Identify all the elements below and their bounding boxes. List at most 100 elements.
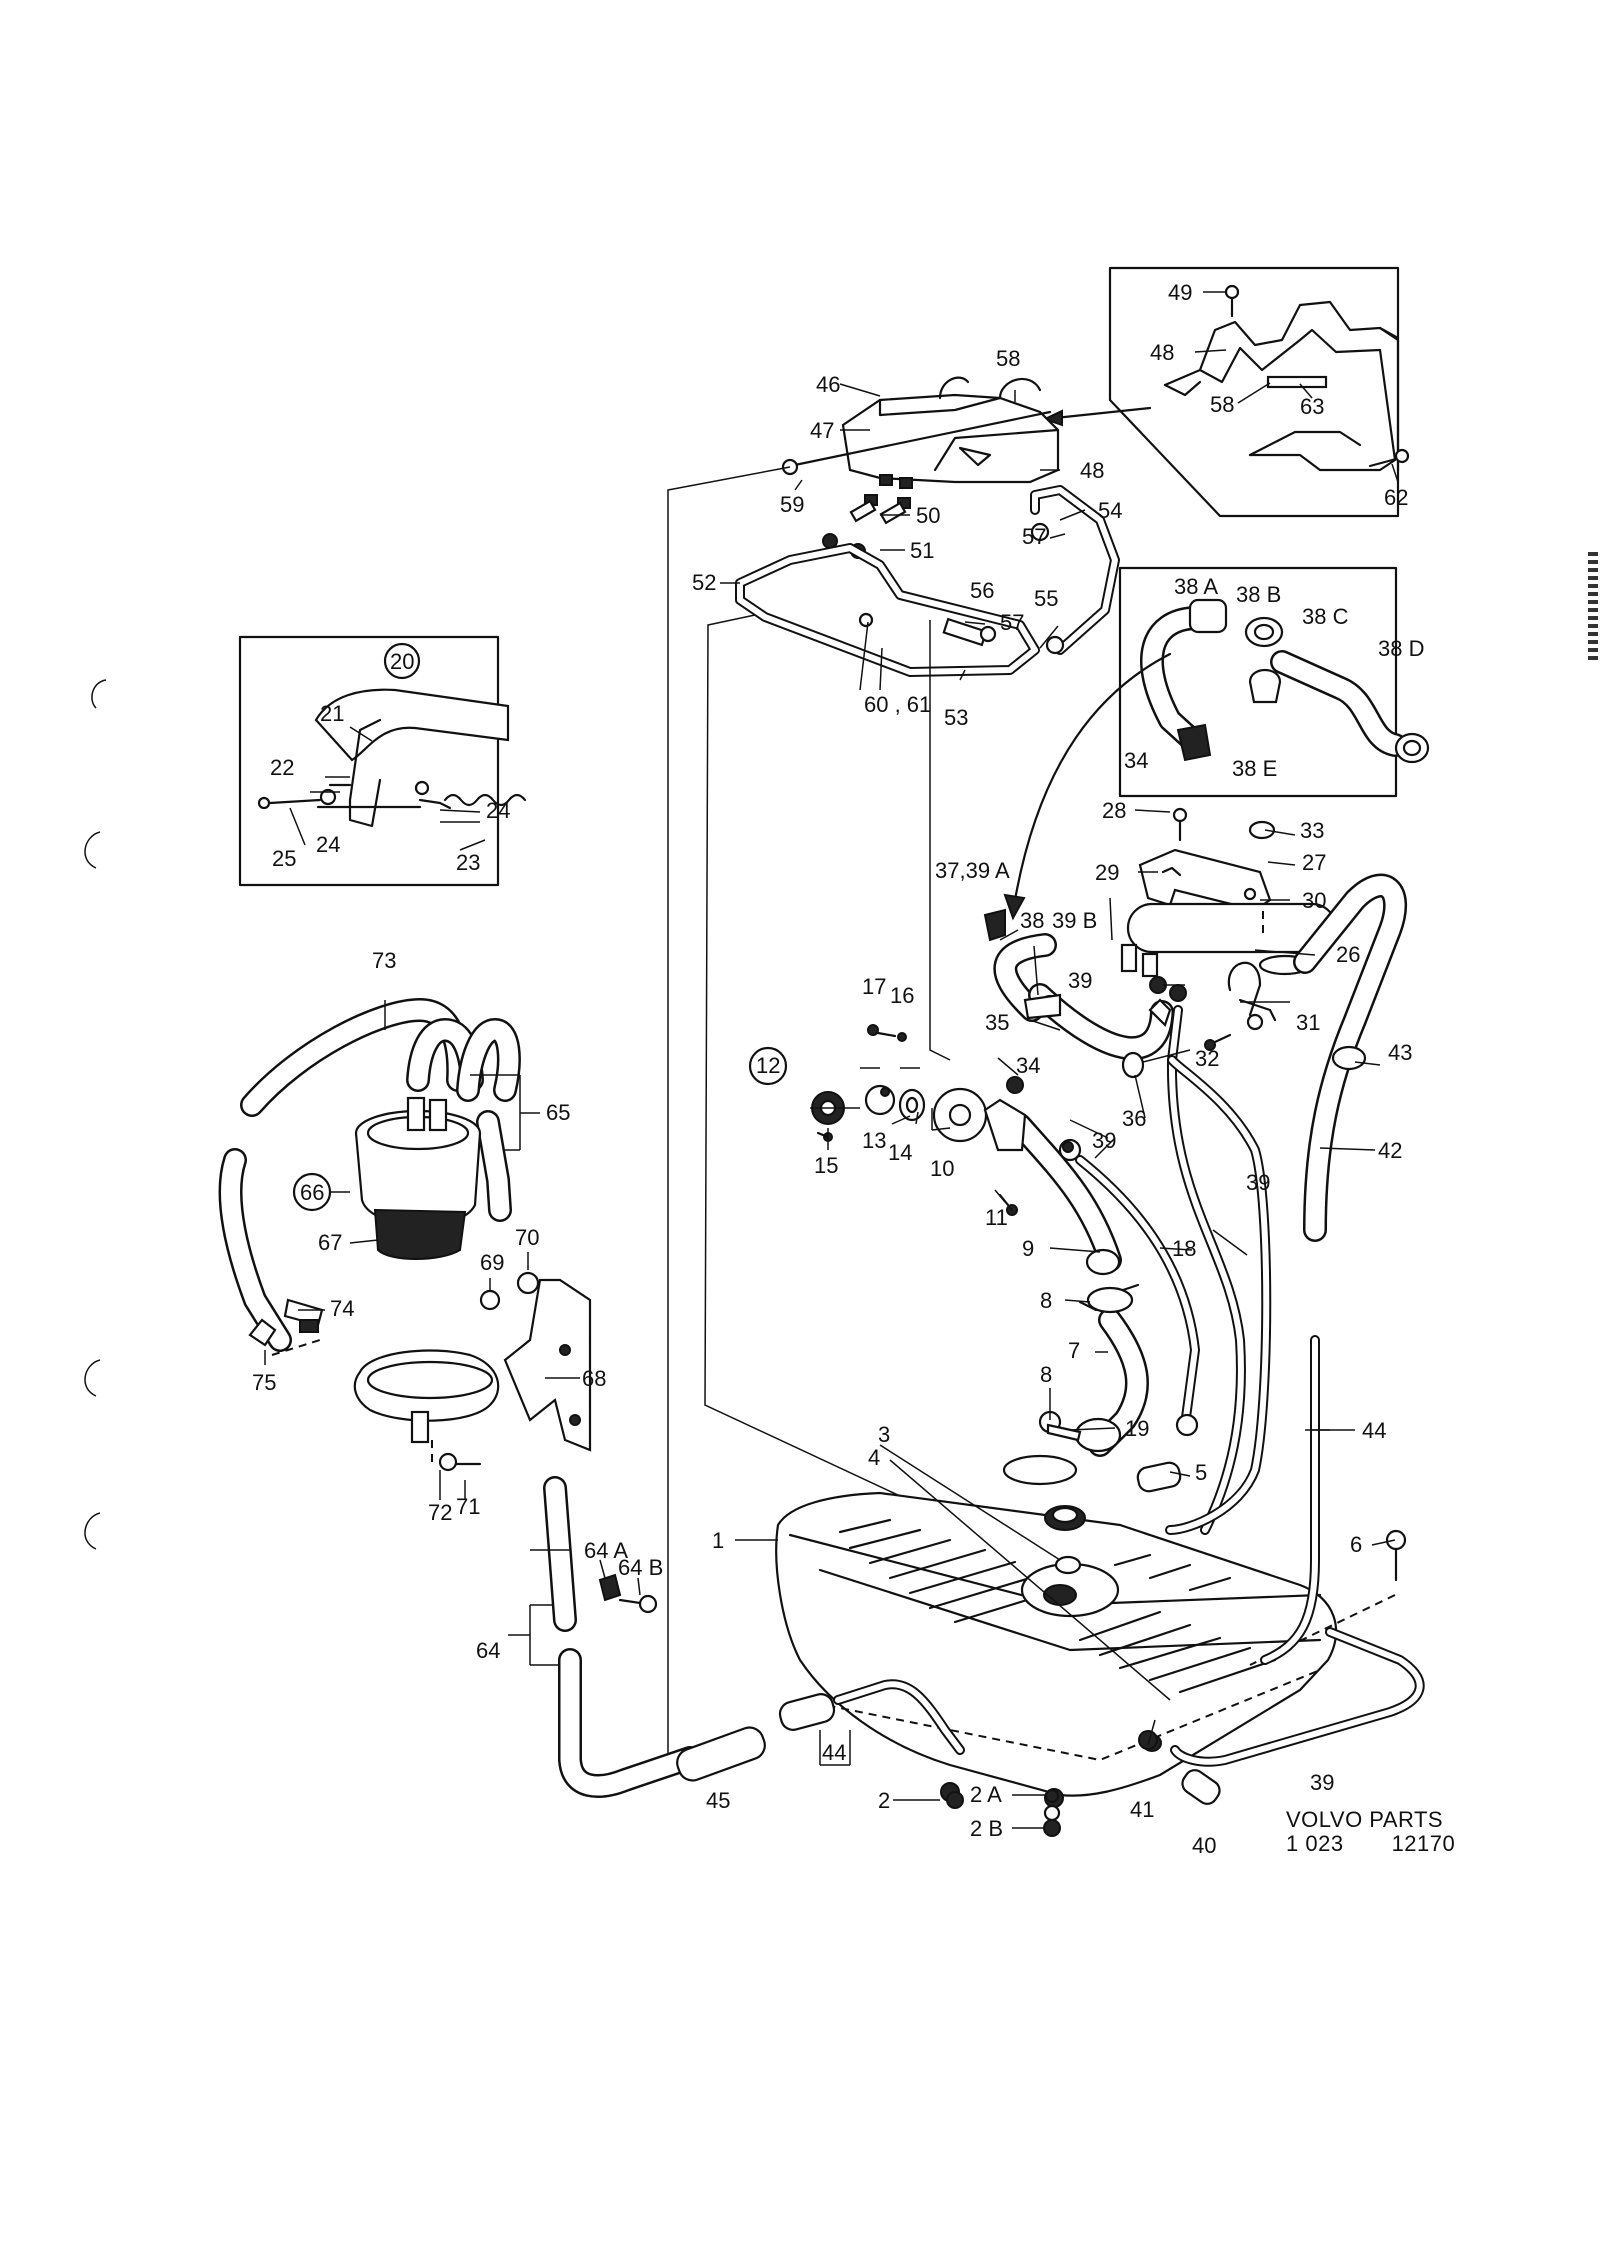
callout-63: 63: [1300, 394, 1324, 419]
callout-38: 38: [1020, 908, 1044, 933]
callout-52: 52: [692, 570, 716, 595]
callout-33: 33: [1300, 818, 1324, 843]
callout-42: 42: [1378, 1138, 1402, 1163]
callout-45: 45: [706, 1788, 730, 1813]
callout-39a: 39: [1068, 968, 1092, 993]
callout-15: 15: [814, 1153, 838, 1178]
callout-34b: 34: [1016, 1053, 1040, 1078]
callout-2a: 2 A: [970, 1782, 1002, 1807]
callout-18: 18: [1172, 1236, 1196, 1261]
callout-67: 67: [318, 1230, 342, 1255]
callout-2: 2: [878, 1788, 890, 1813]
callout-38d: 38 D: [1378, 636, 1424, 661]
callout-19: 19: [1125, 1416, 1149, 1441]
callout-25: 25: [272, 846, 296, 871]
callout-7: 7: [1068, 1338, 1080, 1363]
callout-49: 49: [1168, 280, 1192, 305]
callout-16: 16: [890, 983, 914, 1008]
callout-41: 41: [1130, 1797, 1154, 1822]
callout-24b: 24: [316, 832, 340, 857]
callout-57b: 57: [1000, 610, 1024, 635]
callout-34a: 34: [1124, 748, 1148, 773]
callout-14: 14: [888, 1140, 912, 1165]
punch-hole-marks: [84, 679, 107, 1550]
callout-38e: 38 E: [1232, 756, 1277, 781]
callout-46: 46: [816, 372, 840, 397]
callout-64: 64: [476, 1638, 500, 1663]
fuel-tank: [775, 1454, 1396, 1808]
part-callouts: 1 2 2 A 2 B 3 4 5 6 7 8 8 9 10 11 12 13 …: [252, 280, 1424, 1858]
callout-31: 31: [1296, 1010, 1320, 1035]
callout-74: 74: [330, 1296, 354, 1321]
fuel-pump-assembly: [218, 998, 965, 1798]
callout-65: 65: [546, 1100, 570, 1125]
callout-1: 1: [712, 1528, 724, 1553]
callout-38b: 38 B: [1236, 582, 1281, 607]
callout-69: 69: [480, 1250, 504, 1275]
callout-66: 66: [300, 1180, 324, 1205]
callout-12: 12: [756, 1053, 780, 1078]
callout-39b: 39 B: [1052, 908, 1097, 933]
callout-56: 56: [970, 578, 994, 603]
callout-9: 9: [1022, 1236, 1034, 1261]
callout-23: 23: [456, 850, 480, 875]
callout-58a: 58: [996, 346, 1020, 371]
callout-66-circle: [292, 1172, 332, 1212]
callout-54: 54: [1098, 498, 1122, 523]
callout-59: 59: [780, 492, 804, 517]
callout-21: 21: [320, 701, 344, 726]
diagram-footer: VOLVO PARTS 1 023 12170: [1286, 1808, 1455, 1856]
callout-55: 55: [1034, 586, 1058, 611]
callout-11: 11: [985, 1205, 1008, 1230]
callout-39d: 39: [1246, 1170, 1270, 1195]
callout-26: 26: [1336, 942, 1360, 967]
callout-28: 28: [1102, 798, 1126, 823]
callout-58b: 58: [1210, 392, 1234, 417]
callout-57a: 57: [1022, 524, 1046, 549]
callout-64b: 64 B: [618, 1555, 663, 1580]
callout-20: 20: [390, 649, 414, 674]
callout-37-39a: 37,39 A: [935, 858, 1010, 883]
footer-brand: VOLVO PARTS: [1286, 1807, 1444, 1832]
page-edge-mark: [1588, 552, 1598, 664]
callout-51: 51: [910, 538, 934, 563]
callout-75: 75: [252, 1370, 276, 1395]
callout-72: 72: [428, 1500, 452, 1525]
pump-bracket-inset: [238, 635, 527, 887]
callout-6: 6: [1350, 1532, 1362, 1557]
callout-8a: 8: [1040, 1288, 1052, 1313]
callout-leaders: [264, 383, 1396, 1829]
callout-22: 22: [270, 755, 294, 780]
callout-35: 35: [985, 1010, 1009, 1035]
callout-68: 68: [582, 1366, 606, 1391]
callout-44a: 44: [1362, 1418, 1386, 1443]
callout-60-61: 60 , 61: [864, 692, 931, 717]
callout-5: 5: [1195, 1460, 1207, 1485]
callout-32: 32: [1195, 1046, 1219, 1071]
callout-71: 71: [456, 1494, 480, 1519]
callout-73: 73: [372, 948, 396, 973]
callout-39c: 39: [1092, 1128, 1116, 1153]
filler-neck-assembly: [811, 1024, 1200, 1493]
callout-17: 17: [862, 974, 886, 999]
footer-diagram-number: 12170: [1391, 1831, 1456, 1856]
callout-47: 47: [810, 418, 834, 443]
callout-48b: 48: [1150, 340, 1174, 365]
callout-44b: 44: [822, 1740, 846, 1765]
callout-30: 30: [1302, 888, 1326, 913]
callout-50: 50: [916, 503, 940, 528]
callout-53: 53: [944, 705, 968, 730]
callout-3: 3: [878, 1422, 890, 1447]
callout-29: 29: [1095, 860, 1119, 885]
callout-12-circle: [748, 1046, 788, 1086]
callout-62: 62: [1384, 485, 1408, 510]
callout-38a: 38 A: [1174, 574, 1218, 599]
callout-24a: 24: [486, 798, 510, 823]
callout-10: 10: [930, 1156, 954, 1181]
callout-2b: 2 B: [970, 1816, 1003, 1841]
callout-13: 13: [862, 1128, 886, 1153]
callout-4: 4: [868, 1445, 880, 1470]
hose-detail-inset: [1003, 566, 1430, 921]
